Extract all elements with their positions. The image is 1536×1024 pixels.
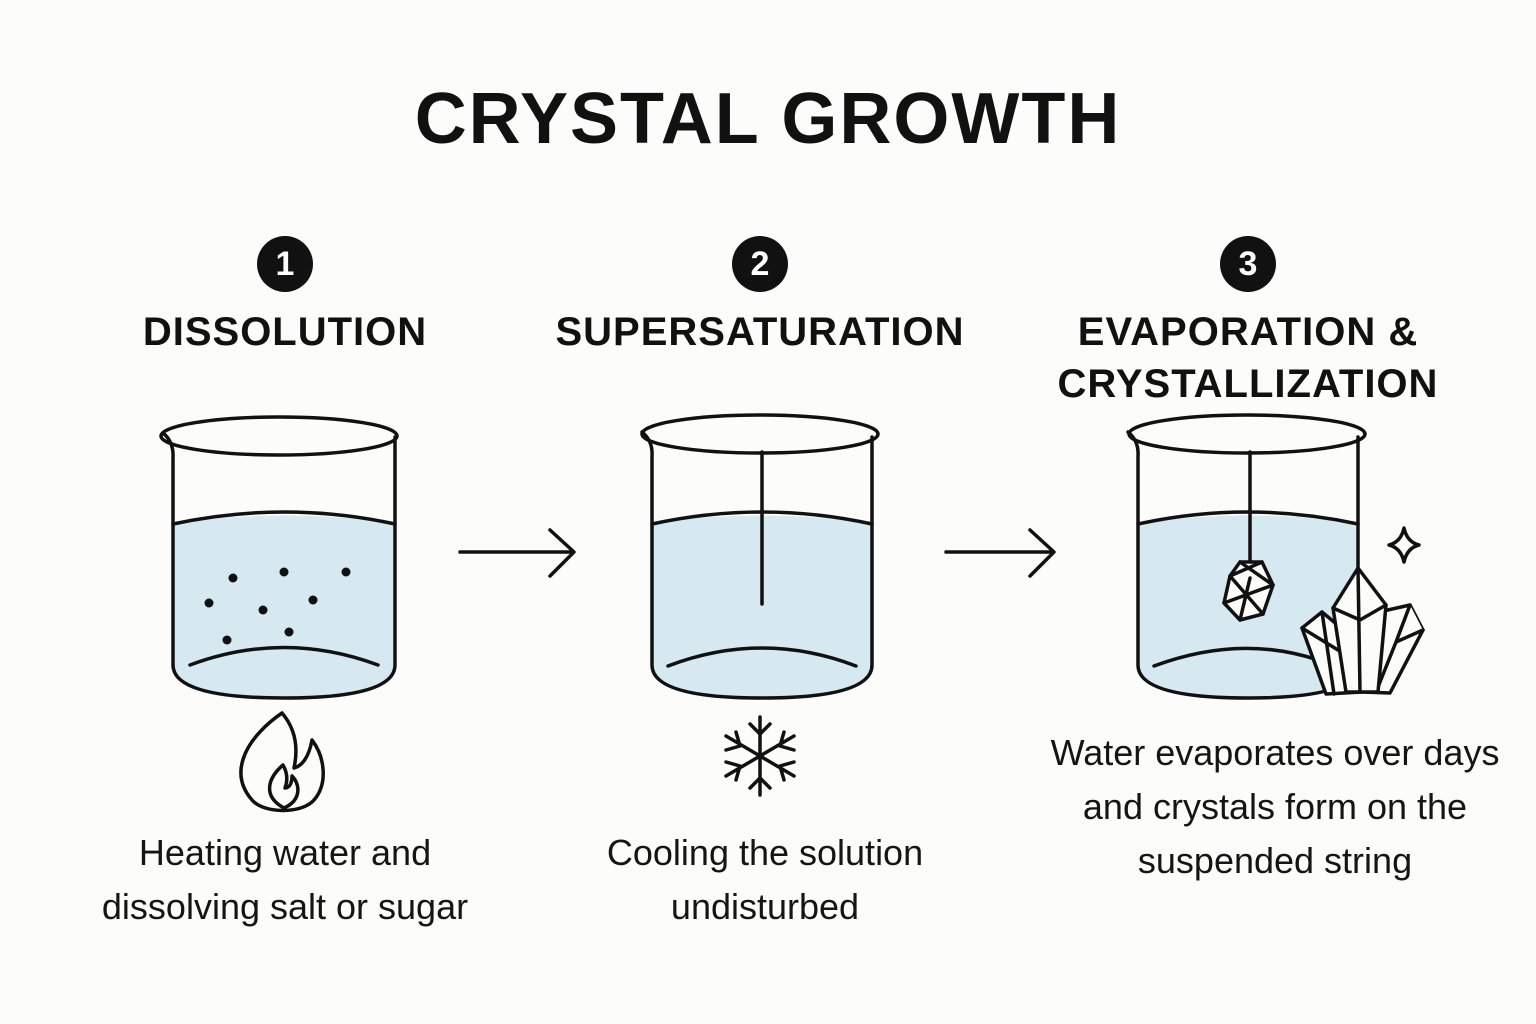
arrow-right-icon	[458, 528, 576, 578]
beaker-icon	[640, 413, 880, 700]
hanging-crystal-icon	[1222, 560, 1275, 622]
step-heading: EVAPORATION & CRYSTALLIZATION	[1057, 310, 1439, 406]
step-evaporation-crystallization: 3 EVAPORATION & CRYSTALLIZATION	[1028, 236, 1468, 410]
page-title: CRYSTAL GROWTH	[414, 79, 1122, 159]
step-caption: Cooling the solution undisturbed	[606, 832, 924, 927]
step-dissolution: 1 DISSOLUTION	[65, 236, 505, 358]
step-number-badge: 2	[732, 236, 788, 292]
step-caption: Water evaporates over days and crystals …	[1050, 732, 1500, 881]
crystal-cluster-icon	[1300, 526, 1425, 696]
step-heading: SUPERSATURATION	[555, 310, 965, 354]
beaker-icon	[159, 415, 399, 700]
dissolved-particles	[204, 567, 351, 645]
snowflake-icon	[724, 715, 796, 797]
sparkle-icon	[1387, 526, 1421, 564]
arrow-right-icon	[944, 528, 1056, 578]
step-number-badge: 3	[1220, 236, 1276, 292]
step-number-badge: 1	[257, 236, 313, 292]
step-caption: Heating water and dissolving salt or sug…	[101, 832, 469, 927]
step-supersaturation: 2 SUPERSATURATION	[540, 236, 980, 358]
flame-icon	[239, 711, 325, 813]
step-heading: DISSOLUTION	[142, 310, 428, 354]
